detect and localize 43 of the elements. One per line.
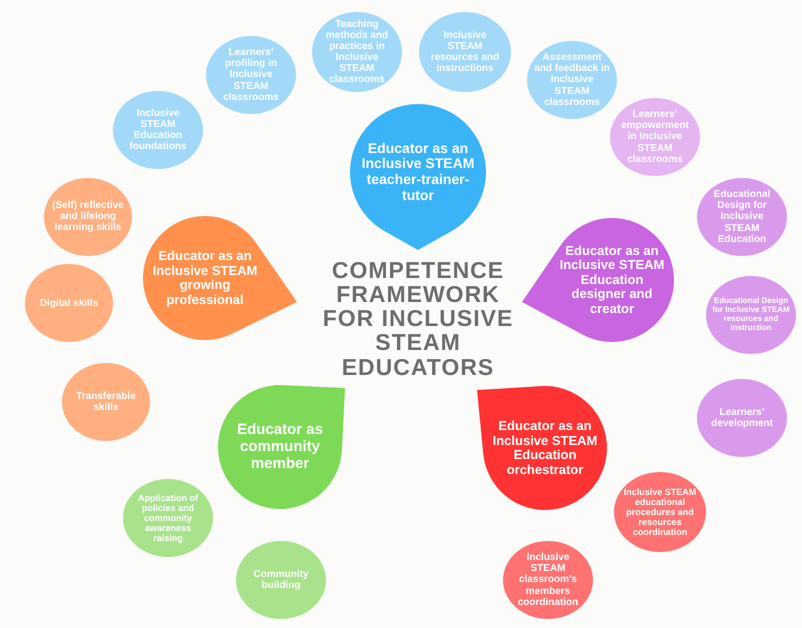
topic-circle — [419, 12, 511, 92]
node-label: Educator as an Inclusive STEAM teacher-trainer-tutor — [360, 140, 476, 204]
topic-circle — [527, 41, 617, 119]
teardrop-shape — [522, 218, 674, 342]
teardrop-shape — [350, 104, 486, 250]
node-label: Educational Design for Inclusive STEAM resources and instruction — [712, 297, 790, 333]
topic-circle — [206, 36, 296, 114]
topic-circle — [697, 178, 787, 256]
node-label: Assessment and feedback in Inclusive STEAM classrooms — [533, 52, 611, 108]
node-label: Inclusive STEAM classroom’s members coordination — [516, 552, 580, 608]
topic-circle — [25, 264, 113, 342]
node-label: Inclusive STEAM educational procedures and resources coordination — [622, 487, 698, 538]
node-label: Application of policies and community awareness raising — [137, 493, 199, 544]
topic-circle — [113, 91, 203, 169]
topic-circle — [614, 472, 706, 552]
node-label: Educator as an Inclusive STEAM growing professional — [152, 249, 258, 308]
node-label: Teaching methods and practices in Inclusive STEAM classrooms — [324, 18, 390, 86]
topic-circle — [236, 541, 326, 619]
topic-circle — [123, 479, 213, 557]
node-label: Educator as an Inclusive STEAM Education orchestrator — [492, 419, 598, 478]
node-label: (Self) reflective and lifelong learning skills — [51, 200, 125, 234]
teardrop-shape — [218, 385, 345, 509]
topic-circle — [62, 363, 150, 441]
node-label: Community building — [252, 569, 310, 592]
topic-circle — [610, 98, 700, 176]
teardrop-shape — [143, 216, 297, 340]
topic-circle — [503, 541, 593, 619]
node-label: Educator as community member — [236, 422, 324, 472]
node-label: Learners’ profiling in Inclusive STEAM classrooms — [222, 47, 280, 103]
topic-circle — [697, 379, 787, 457]
teardrop-shape — [477, 386, 607, 510]
topic-circle — [312, 12, 402, 92]
node-label: Inclusive STEAM resources and instructions — [430, 30, 500, 74]
node-label: Learners’ empowerment in Inclusive STEAM classrooms — [620, 109, 690, 165]
node-label: Learners’ development — [710, 407, 774, 430]
node-label: Inclusive STEAM Education foundations — [128, 108, 188, 152]
topic-circle — [44, 178, 132, 256]
node-label: Transferable skills — [75, 391, 137, 414]
title: COMPETENCE FRAMEWORK FOR INCLUSIVE STEAM EDUCATORS — [322, 258, 514, 379]
topic-circle — [706, 276, 796, 354]
node-label: Educational Design for Inclusive STEAM Education — [712, 189, 772, 245]
node-label: Educator as an Inclusive STEAM Education designer and creator — [558, 244, 666, 316]
node-label: Digital skills — [38, 298, 100, 309]
